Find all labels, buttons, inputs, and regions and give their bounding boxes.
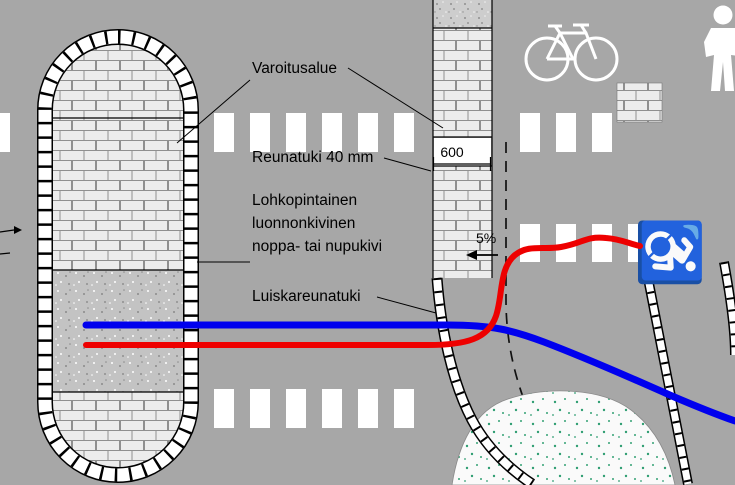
pedestrian-icon [704, 5, 735, 91]
label-stone-line2: luonnonkivinen [252, 215, 355, 232]
warning-paving [433, 166, 492, 278]
label-varoitusalue: Varoitusalue [252, 60, 337, 77]
zebra-stripe [250, 113, 270, 152]
island-section-lines [52, 117, 184, 393]
zebra-stripe [322, 389, 342, 428]
refuge-island [37, 29, 199, 483]
granite-surface [433, 0, 492, 28]
zebra-stripe [520, 224, 540, 262]
slope-arrow-icon [466, 250, 477, 260]
leader-reunatuki [383, 157, 432, 172]
label-reunatuki: Reunatuki 40 mm [252, 149, 373, 166]
zebra-stripe [394, 389, 414, 428]
zebra-stripe [358, 389, 378, 428]
zebra-stripe [286, 113, 306, 152]
wheelchair-icon: ♿ [637, 216, 703, 288]
zebra-stripe [214, 113, 234, 152]
zebra-stripe [0, 113, 10, 152]
leader-luiskareunatuki [376, 296, 437, 314]
kerb-curve-centre [431, 277, 536, 485]
warning-paving [433, 28, 492, 137]
leader-varoitusalue-right [347, 67, 444, 129]
median-strip-edges [432, 0, 493, 278]
zebra-stripe [250, 389, 270, 428]
dimension-600: 600 [432, 144, 492, 171]
kerb-curve-right [641, 267, 693, 485]
zebra-stripe [214, 389, 234, 428]
slope-value: 5% [476, 230, 496, 246]
route-line-blue [82, 321, 735, 425]
zebra-stripe [592, 224, 612, 262]
dimension-600-value: 600 [440, 144, 464, 160]
zebra-stripe [322, 113, 342, 152]
label-luiskareunatuki: Luiskareunatuki [252, 288, 361, 305]
zebra-crossing-top [0, 113, 612, 152]
left-edge-detail [0, 226, 22, 255]
bicycle-icon [524, 23, 619, 82]
lane-centreline-dashed [505, 142, 539, 433]
leader-lines [176, 67, 444, 314]
island-kerb-ticks [38, 30, 198, 482]
label-stone-line3: noppa- tai nupukivi [252, 238, 382, 255]
median-strip [432, 0, 493, 278]
zebra-stripe [556, 113, 576, 152]
zebra-stripe [358, 113, 378, 152]
slope-annotation: 5% [466, 230, 498, 260]
dimension-band [434, 138, 491, 166]
zebra-stripe [592, 113, 612, 152]
island-paving [52, 44, 184, 468]
zebra-stripe [286, 389, 306, 428]
zebra-crossing-bottom [214, 389, 414, 428]
label-stone-line1: Lohkopintainen [252, 192, 357, 209]
leader-varoitusalue-left [176, 79, 251, 144]
zebra-stripe [520, 113, 540, 152]
island-asphalt-section [52, 270, 184, 392]
route-line-red [83, 234, 643, 348]
zebra-stripe [394, 113, 414, 152]
paving-strip [616, 82, 663, 123]
